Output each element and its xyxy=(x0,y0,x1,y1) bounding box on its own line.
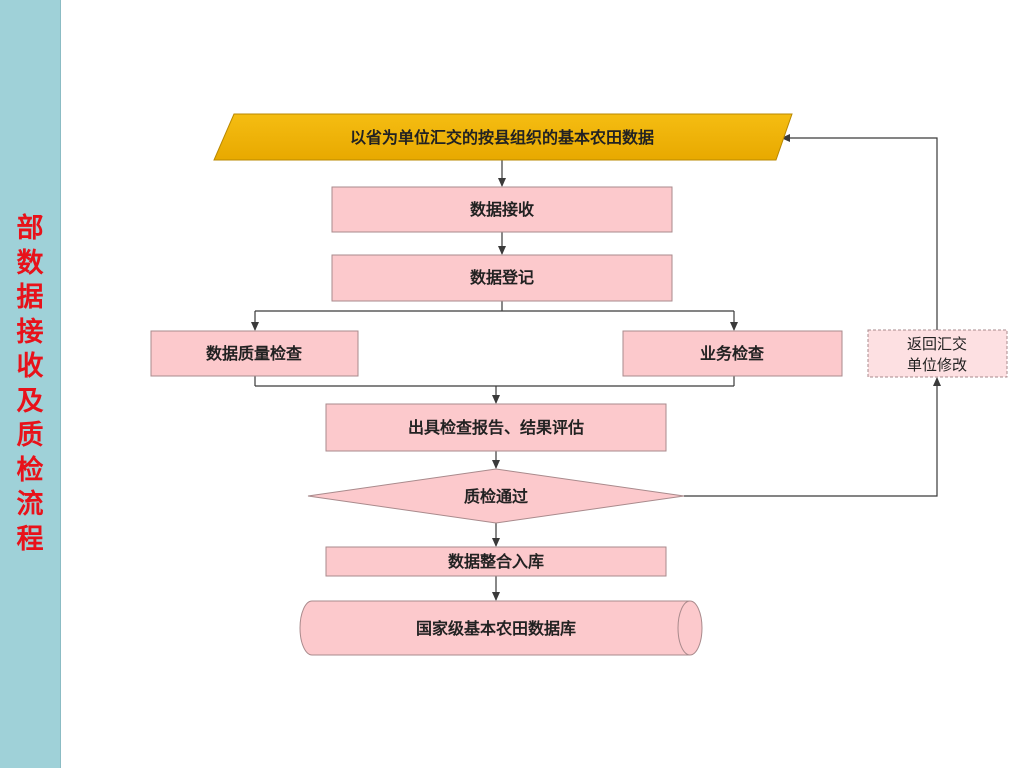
input-data-node: 以省为单位汇交的按县组织的基本农田数据 xyxy=(213,113,793,161)
register-label: 数据登记 xyxy=(470,268,534,287)
connectors xyxy=(251,134,941,601)
quality-check-node: 数据质量检查 xyxy=(150,330,359,377)
return-label-line1: 返回汇交 xyxy=(907,335,967,353)
decision-label: 质检通过 xyxy=(464,487,528,506)
report-label: 出具检查报告、结果评估 xyxy=(408,418,584,437)
arrow-decision-to-return xyxy=(684,377,941,497)
business-check-node: 业务检查 xyxy=(622,330,843,377)
return-node: 返回汇交 单位修改 xyxy=(867,329,1008,378)
input-data-label: 以省为单位汇交的按县组织的基本农田数据 xyxy=(350,128,654,147)
database-label: 国家级基本农田数据库 xyxy=(416,619,576,638)
receive-node: 数据接收 xyxy=(331,186,673,233)
arrow-return-to-input xyxy=(781,134,938,330)
receive-label: 数据接收 xyxy=(470,200,534,219)
business-check-label: 业务检查 xyxy=(700,344,764,363)
quality-check-label: 数据质量检查 xyxy=(206,344,302,363)
sidebar-title: 部数据接收及质检流程 xyxy=(16,213,44,555)
integrate-node: 数据整合入库 xyxy=(325,546,667,577)
database-node: 国家级基本农田数据库 xyxy=(299,600,703,656)
sidebar: 部数据接收及质检流程 xyxy=(0,0,61,768)
report-node: 出具检查报告、结果评估 xyxy=(325,403,667,452)
integrate-label: 数据整合入库 xyxy=(448,552,544,571)
decision-node: 质检通过 xyxy=(307,468,685,524)
return-label-line2: 单位修改 xyxy=(907,356,967,374)
register-node: 数据登记 xyxy=(331,254,673,302)
